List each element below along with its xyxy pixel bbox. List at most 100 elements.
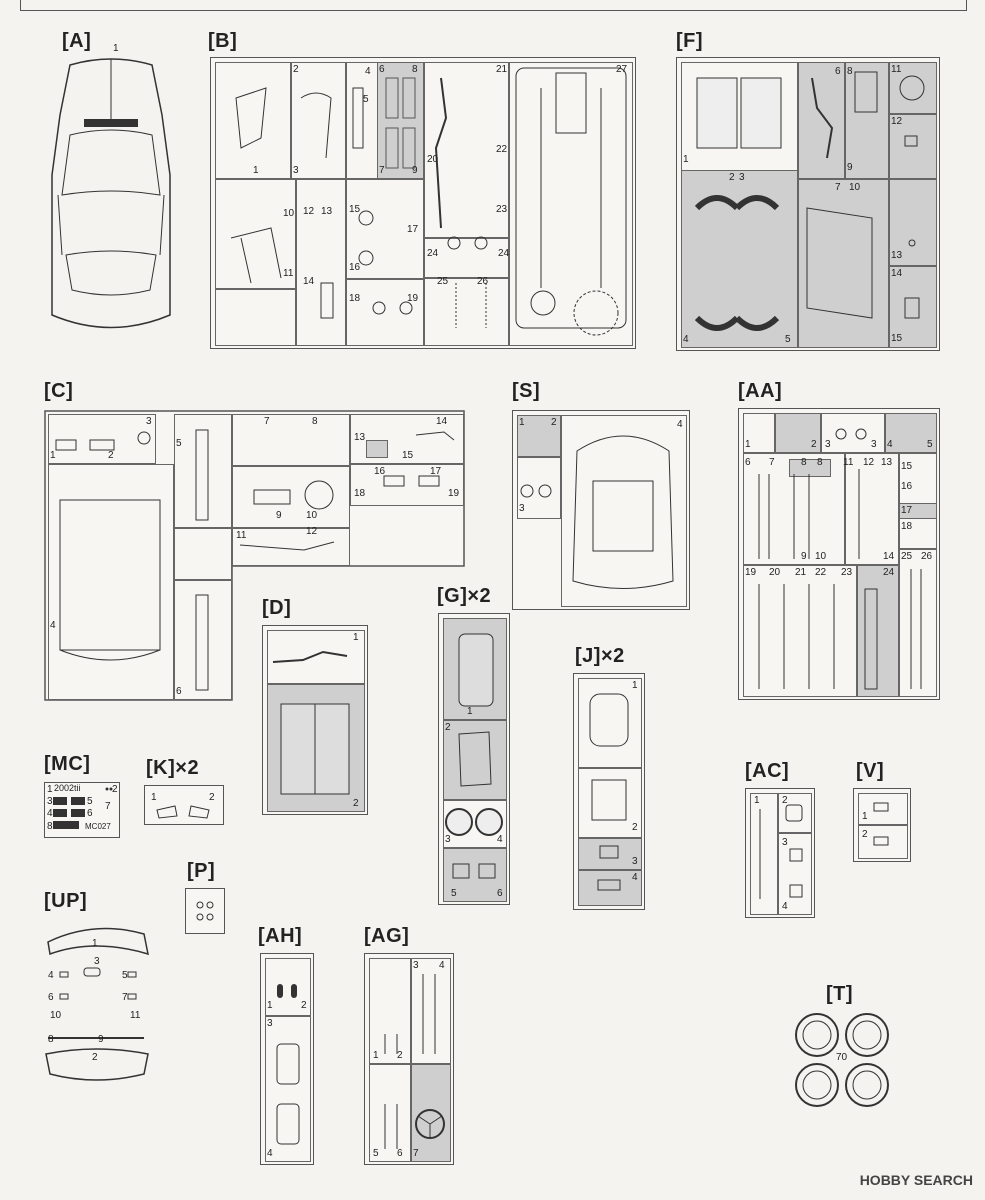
sprue-ag: 3 4 1 2 5 6 7 [364,953,454,1165]
part-number: 2 [632,822,638,833]
part-number: 3 [413,960,419,971]
part-number: 17 [430,466,442,477]
part-number: 2 [782,795,788,806]
label-d: [D] [262,597,292,619]
part-number: 6 [87,808,93,819]
part-number: 10 [815,551,827,562]
part-number: 12 [306,526,318,537]
watermark: HOBBY SEARCH [859,1172,973,1188]
part-number: 2 [293,64,299,75]
part-number: 8 [47,821,53,832]
part-number: 8 [412,64,418,75]
sprue-c-outline [44,410,465,701]
part-number: 3 [739,172,745,183]
sprue-v: 1 2 [853,788,911,862]
part-number: 6 [176,686,182,697]
part-number: 24 [498,248,510,259]
sprue-k: 1 2 [144,785,224,825]
part-number: 4 [439,960,445,971]
part-number: 3 [94,956,100,967]
sprue-ah: 1 2 3 4 [260,953,314,1165]
part-number: 13 [891,250,903,261]
part-number: 6 [48,992,54,1003]
part-number: 23 [841,567,853,578]
ag-parts [384,974,445,1149]
part-number: 10 [306,510,318,521]
part-number: 3 [47,796,53,807]
part-number: 4 [50,620,56,631]
part-number: 7 [835,182,841,193]
part-number: 5 [363,94,369,105]
part-number: 1 [267,1000,273,1011]
part-number: 4 [677,419,683,430]
plate-text: 2002tii [54,783,81,793]
sprue-g: 1 2 3 4 5 6 [438,613,510,905]
part-number: 2 [301,1000,307,1011]
part-number: 12 [303,206,315,217]
part-number: 11 [130,1010,141,1021]
part-number: 15 [402,450,414,461]
part-number: 18 [354,488,366,499]
part-number: 4 [683,334,689,345]
tires-t: 70 [794,1012,890,1108]
interior-tub [520,435,674,589]
part-number: 1 [47,784,53,795]
part-number: 4 [782,901,788,912]
part-number: 9 [801,551,807,562]
label-v: [V] [856,760,885,782]
part-number: 3 [293,165,299,176]
exhaust-and-grille [272,650,350,795]
part-number: 5 [176,438,182,449]
label-t: [T] [826,983,854,1005]
bumper-parts [45,927,149,1081]
label-s: [S] [512,380,541,402]
sprue-up: 1 3 4 5 6 7 10 11 8 9 2 [44,924,154,1084]
part-number: 3 [632,856,638,867]
part-number: 7 [122,992,128,1003]
part-number: 21 [795,567,807,578]
part-number: 2 [811,439,817,450]
part-number: 1 [151,792,157,803]
part-number: 20 [427,154,439,165]
part-number: 14 [883,551,895,562]
label-aa: [AA] [738,380,783,402]
part-number: 4 [497,834,503,845]
label-k: [K]×2 [146,757,200,779]
part-number: 3 [519,503,525,514]
part-number: 1 [353,632,359,643]
suspension-parts [230,67,627,336]
part-number: 1 [632,680,638,691]
top-border [20,0,967,11]
part-number: 19 [448,488,460,499]
label-ag: [AG] [364,925,410,947]
body-parts [694,71,925,331]
ac-parts [759,804,803,899]
part-number: 19 [407,293,419,304]
part-number: 4 [48,970,54,981]
part-number: 8 [847,66,853,77]
interior-parts [55,429,455,691]
sprue-c: 1 2 3 4 5 6 7 8 9 10 11 12 13 14 15 16 1… [44,410,468,702]
part-number: 3 [146,416,152,427]
part-number: 4 [887,439,893,450]
part-number: 5 [373,1148,379,1159]
part-number: 2 [445,722,451,733]
part-number: 12 [891,116,903,127]
part-number: 8 [801,457,807,468]
part-number: 1 [745,439,751,450]
part-number: 24 [883,567,895,578]
part-number: 17 [901,505,913,516]
plate-code: MC027 [85,822,111,831]
part-number: 22 [496,144,508,155]
part-number: 10 [849,182,861,193]
part-number: 5 [451,888,457,899]
part-number: 6 [497,888,503,899]
v-parts [873,802,889,846]
part-number: 5 [785,334,791,345]
part-number: 6 [397,1148,403,1159]
part-number: 19 [745,567,757,578]
part-number: 3 [445,834,451,845]
part-number: 26 [477,276,489,287]
part-number: 27 [616,64,628,75]
part-number: 2 [209,792,215,803]
